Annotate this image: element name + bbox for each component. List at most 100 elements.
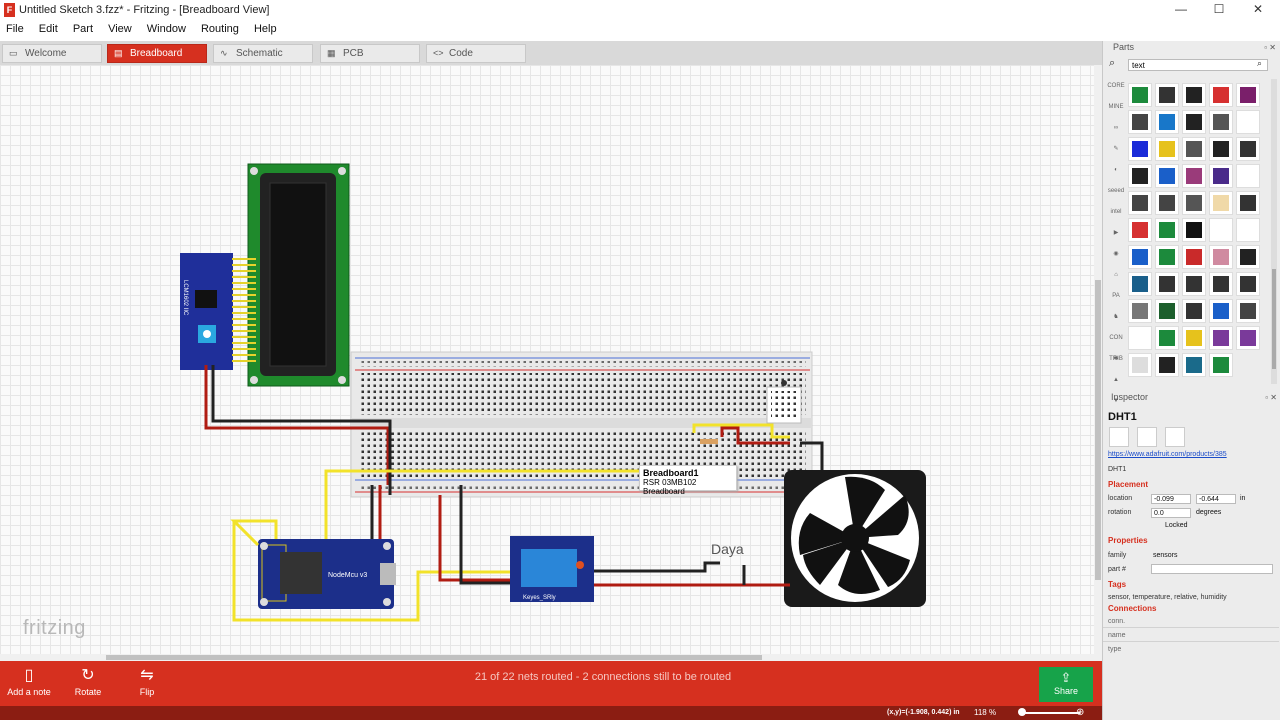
dht-sensor[interactable]: [766, 380, 802, 424]
part-tile[interactable]: [1155, 272, 1179, 296]
part-tile[interactable]: [1128, 137, 1152, 161]
partno-field[interactable]: [1151, 564, 1273, 574]
nodemcu-board[interactable]: NodeMcu v3: [258, 539, 396, 609]
part-tile[interactable]: [1128, 110, 1152, 134]
tab-pcb[interactable]: ▦PCB: [320, 44, 420, 63]
minimize-button[interactable]: —: [1175, 2, 1187, 16]
part-tile[interactable]: [1182, 326, 1206, 350]
menu-view[interactable]: View: [108, 23, 132, 35]
routing-status[interactable]: 21 of 22 nets routed - 2 connections sti…: [474, 671, 732, 683]
breadboard-canvas[interactable]: LCM1602 IIC: [0, 65, 1102, 661]
part-tile[interactable]: [1209, 218, 1233, 242]
part-tile[interactable]: [1209, 137, 1233, 161]
part-tile[interactable]: [1209, 245, 1233, 269]
zoom-in-icon[interactable]: ⊕: [1076, 707, 1085, 718]
rotate-button[interactable]: ↻Rotate: [63, 665, 113, 697]
part-tile[interactable]: [1128, 245, 1152, 269]
part-tile[interactable]: [1155, 83, 1179, 107]
menu-file[interactable]: File: [6, 23, 24, 35]
part-tile[interactable]: [1155, 110, 1179, 134]
part-tile[interactable]: [1209, 164, 1233, 188]
part-tile[interactable]: [1128, 326, 1152, 350]
parts-bin-0[interactable]: CORE: [1107, 83, 1125, 89]
part-tile[interactable]: [1128, 272, 1152, 296]
part-tile[interactable]: [1209, 299, 1233, 323]
parts-bin-4[interactable]: ◐: [1114, 167, 1118, 173]
search-go-icon[interactable]: ⌕: [1257, 58, 1263, 68]
parts-search-input[interactable]: text: [1128, 59, 1268, 71]
pcb-view-thumb[interactable]: [1165, 427, 1185, 447]
location-x-field[interactable]: -0.099: [1151, 494, 1191, 504]
part-tile[interactable]: [1236, 218, 1260, 242]
canvas-horizontal-scrollbar[interactable]: [0, 654, 1094, 661]
i2c-module[interactable]: LCM1602 IIC: [180, 253, 256, 370]
parts-bin-9[interactable]: ⌂: [1114, 272, 1118, 278]
close-button[interactable]: ✕: [1252, 2, 1264, 16]
tab-schematic[interactable]: ∿Schematic: [213, 44, 313, 63]
breadboard-view-thumb[interactable]: [1109, 427, 1129, 447]
parts-bin-12[interactable]: CON TRIB: [1109, 335, 1123, 362]
canvas-vertical-scrollbar[interactable]: [1094, 65, 1102, 661]
parts-bin-6[interactable]: intel: [1110, 209, 1122, 215]
tab-code[interactable]: <>Code: [426, 44, 526, 63]
menu-window[interactable]: Window: [146, 23, 186, 35]
resistor[interactable]: [700, 439, 718, 444]
part-tile[interactable]: [1182, 245, 1206, 269]
part-tile[interactable]: [1182, 272, 1206, 296]
part-tile[interactable]: [1128, 218, 1152, 242]
part-tile[interactable]: [1128, 164, 1152, 188]
part-tile[interactable]: [1236, 137, 1260, 161]
part-tile[interactable]: [1182, 164, 1206, 188]
part-tile[interactable]: [1182, 299, 1206, 323]
part-tile[interactable]: [1236, 191, 1260, 215]
parts-panel-controls[interactable]: ▫ ✕: [1264, 43, 1276, 52]
tab-breadboard[interactable]: ▤Breadboard: [107, 44, 207, 63]
parts-bin-3[interactable]: ✎: [1113, 146, 1119, 152]
part-tile[interactable]: [1209, 353, 1233, 377]
part-url-link[interactable]: https://www.adafruit.com/products/385: [1108, 451, 1227, 458]
parts-bin-5[interactable]: seeed: [1107, 188, 1125, 194]
part-tile[interactable]: [1155, 164, 1179, 188]
parts-bin-10[interactable]: PA: [1112, 293, 1120, 299]
part-tile[interactable]: [1182, 110, 1206, 134]
parts-bin-1[interactable]: MINE: [1108, 104, 1124, 110]
share-button[interactable]: ⇪Share: [1039, 667, 1093, 702]
parts-bin-2[interactable]: ∞: [1113, 125, 1119, 131]
part-tile[interactable]: [1155, 299, 1179, 323]
flip-button[interactable]: ⇋Flip: [122, 665, 172, 697]
part-tile[interactable]: [1236, 110, 1260, 134]
parts-bin-13[interactable]: ✱: [1113, 356, 1119, 362]
menu-help[interactable]: Help: [253, 23, 277, 35]
parts-scrollbar[interactable]: [1271, 79, 1277, 384]
relay-module[interactable]: Keyes_SRly: [510, 536, 594, 602]
part-tile[interactable]: [1128, 299, 1152, 323]
zoom-slider[interactable]: [1020, 712, 1080, 714]
part-tile[interactable]: [1236, 326, 1260, 350]
part-tile[interactable]: [1236, 272, 1260, 296]
part-tile[interactable]: [1209, 110, 1233, 134]
rotation-field[interactable]: 0.0: [1151, 508, 1191, 518]
menu-part[interactable]: Part: [72, 23, 94, 35]
part-tile[interactable]: [1182, 218, 1206, 242]
inspector-controls[interactable]: ▫ ✕: [1265, 393, 1277, 402]
location-y-field[interactable]: -0.644: [1196, 494, 1236, 504]
part-tile[interactable]: [1128, 353, 1152, 377]
cooling-fan[interactable]: [784, 470, 926, 607]
menu-edit[interactable]: Edit: [38, 23, 58, 35]
parts-bin-8[interactable]: ◉: [1113, 251, 1119, 257]
part-tile[interactable]: [1182, 353, 1206, 377]
part-tile[interactable]: [1155, 245, 1179, 269]
part-tile[interactable]: [1209, 272, 1233, 296]
part-tile[interactable]: [1182, 191, 1206, 215]
part-tile[interactable]: [1128, 83, 1152, 107]
part-tile[interactable]: [1236, 299, 1260, 323]
part-tile[interactable]: [1182, 137, 1206, 161]
menu-routing[interactable]: Routing: [200, 23, 239, 35]
part-tile[interactable]: [1155, 191, 1179, 215]
part-tile[interactable]: [1209, 326, 1233, 350]
part-tile[interactable]: [1236, 164, 1260, 188]
lcd-display[interactable]: [247, 163, 350, 387]
maximize-button[interactable]: ☐: [1213, 2, 1225, 16]
parts-bin-11[interactable]: ♞: [1113, 314, 1119, 320]
locked-checkbox[interactable]: Locked: [1165, 522, 1188, 529]
